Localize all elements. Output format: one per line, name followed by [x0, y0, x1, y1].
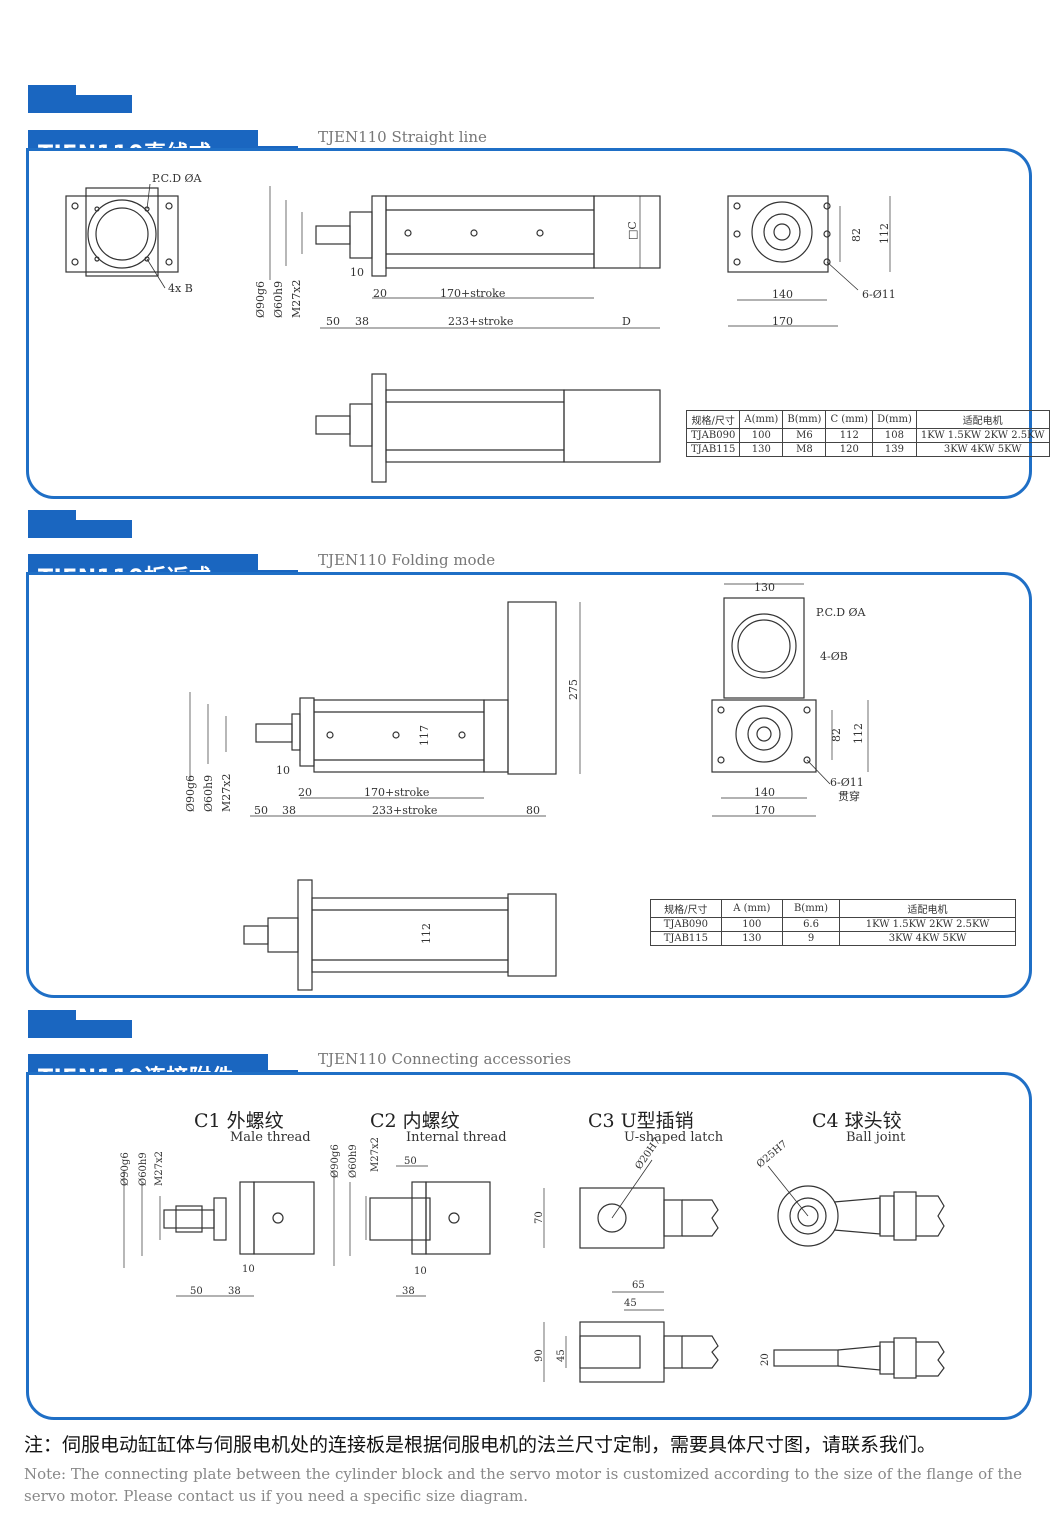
d6h-label: 6-Ø11 — [862, 288, 896, 301]
fold-d38-label: 38 — [282, 804, 296, 817]
acc-c2-title: C2 内螺纹 — [370, 1110, 460, 1132]
acc-c2-sub: Internal thread — [406, 1130, 507, 1145]
fold-d80-label: 80 — [526, 804, 540, 817]
c2-d10-label: 10 — [414, 1266, 427, 1277]
fold-d170s-label: 170+stroke — [364, 786, 429, 799]
thread-label: M27x2 — [290, 280, 303, 318]
acc-c3-title: C3 U型插销 — [588, 1110, 694, 1132]
fold-d82-label: 82 — [830, 728, 843, 742]
fold-pcd-label: P.C.D ØA — [816, 606, 867, 619]
d90-label: Ø90g6 — [254, 281, 267, 318]
fold-holes-label: 4-ØB — [820, 650, 848, 663]
c1-d60-label: Ø60h9 — [138, 1152, 149, 1186]
fold-d233-label: 233+stroke — [372, 804, 437, 817]
d50-label: 50 — [326, 315, 340, 328]
fold-d170-label: 170 — [754, 804, 775, 817]
c3-d65-label: 65 — [632, 1280, 645, 1291]
fold-d6h-label: 6-Ø11 — [830, 776, 864, 789]
section2-tab-accent2 — [28, 520, 132, 538]
fold-d50-label: 50 — [254, 804, 268, 817]
acc-c1-title: C1 外螺纹 — [194, 1110, 284, 1132]
folding-drawing: 130 P.C.D ØA 4-ØB 275 117 82 112 6-Ø11 贯… — [184, 581, 869, 991]
c3-d90-label: 90 — [534, 1349, 545, 1362]
c1-d90-label: Ø90g6 — [120, 1152, 131, 1186]
c1-d10-label: 10 — [242, 1264, 255, 1275]
c3-d45-label: 45 — [624, 1298, 637, 1309]
fold-d10-label: 10 — [276, 764, 290, 777]
d170-label: 170+stroke — [440, 287, 505, 300]
section2-subtitle: TJEN110 Folding mode — [318, 551, 496, 569]
c1-d50-label: 50 — [190, 1286, 203, 1297]
spec-table-2: 规格/尺寸 A (mm) B(mm) 适配电机 TJAB090 100 6.6 … — [650, 899, 1016, 946]
note-english: Note: The connecting plate between the c… — [24, 1465, 1023, 1505]
dD-label: D — [622, 315, 631, 328]
table-row: TJAB115 130 M8 120 139 3KW 4KW 5KW — [685, 442, 1050, 457]
section1-subtitle: TJEN110 Straight line — [318, 128, 487, 146]
c3-hole-label: Ø20H7 — [633, 1136, 663, 1172]
spec-table-1: 规格/尺寸 A(mm) B(mm) C (mm) D(mm) 适配电机 TJAB… — [685, 410, 1050, 457]
d10-label: 10 — [350, 266, 364, 279]
dC-label: □C — [626, 221, 639, 240]
acc-c4-title: C4 球头铰 — [812, 1110, 902, 1132]
d38-label: 38 — [355, 315, 369, 328]
holes-label: 4x B — [168, 282, 193, 295]
d82-label: 82 — [850, 228, 863, 242]
fold-d20-label: 20 — [298, 786, 312, 799]
d60-label: Ø60h9 — [272, 281, 285, 318]
c2-d38-label: 38 — [402, 1286, 415, 1297]
fold-d112b-label: 112 — [420, 923, 433, 944]
c2-thread-label: M27x2 — [370, 1137, 381, 1172]
c3-d45b-label: 45 — [556, 1349, 567, 1362]
acc-c4-sub: Ball joint — [846, 1130, 906, 1145]
note-chinese: 注：伺服电动缸缸体与伺服电机处的连接板是根据伺服电机的法兰尺寸定制，需要具体尺寸… — [24, 1434, 937, 1456]
c1-thread-label: M27x2 — [154, 1151, 165, 1186]
fold-d130-label: 130 — [754, 581, 775, 594]
fold-d60-label: Ø60h9 — [202, 775, 215, 812]
c2-d50-label: 50 — [404, 1156, 417, 1167]
c2-d90-label: Ø90g6 — [330, 1144, 341, 1178]
d112-label: 112 — [878, 223, 891, 244]
fold-d275-label: 275 — [567, 679, 580, 700]
c4-hole-label: Ø25H7 — [755, 1139, 790, 1171]
acc-c1-sub: Male thread — [230, 1130, 311, 1145]
straight-drawing: P.C.D ØA 4x B Ø90g6 Ø60h9 M27x2 10 20 17… — [65, 172, 896, 483]
c1-d38-label: 38 — [228, 1286, 241, 1297]
section3-panel — [26, 1072, 1032, 1420]
c3-d70-label: 70 — [534, 1211, 545, 1224]
fold-through-label: 贯穿 — [838, 789, 860, 803]
fold-thread-label: M27x2 — [220, 774, 233, 812]
table-row: TJAB115 130 9 3KW 4KW 5KW — [650, 931, 1016, 946]
pcd-label: P.C.D ØA — [152, 172, 203, 185]
fold-d112-label: 112 — [852, 723, 865, 744]
c2-d60-label: Ø60h9 — [348, 1144, 359, 1178]
d140-label: 140 — [772, 288, 793, 301]
fold-d90-label: Ø90g6 — [184, 775, 197, 812]
section3-subtitle: TJEN110 Connecting accessories — [318, 1050, 572, 1068]
table-row: TJAB090 100 6.6 1KW 1.5KW 2KW 2.5KW — [650, 917, 1016, 932]
acc-c3-sub: U-shaped latch — [624, 1130, 724, 1145]
d233-label: 233+stroke — [448, 315, 513, 328]
front-flange — [65, 195, 179, 273]
table-row: 规格/尺寸 A(mm) B(mm) C (mm) D(mm) 适配电机 — [685, 410, 1050, 429]
section3-tab-accent2 — [28, 1020, 132, 1038]
fold-d140-label: 140 — [754, 786, 775, 799]
c4-d20-label: 20 — [760, 1353, 771, 1366]
section1-tab-accent2 — [28, 95, 132, 113]
d20-label: 20 — [373, 287, 387, 300]
d170b-label: 170 — [772, 315, 793, 328]
accessories-drawing: Ø90g6 Ø60h9 M27x2 10 50 38 Ø90g6 Ø60h9 M… — [120, 1136, 945, 1383]
fold-d117-label: 117 — [418, 725, 431, 746]
